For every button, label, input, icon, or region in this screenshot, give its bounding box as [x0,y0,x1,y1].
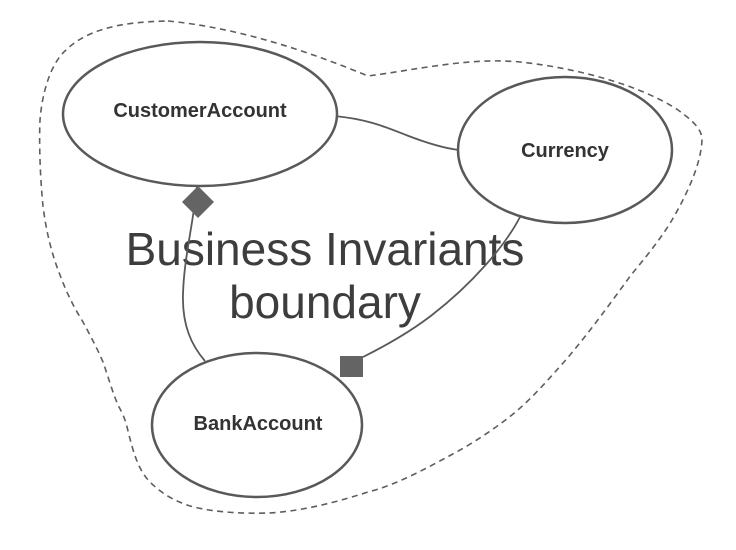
boundary-outline[interactable] [38,20,703,514]
node-customeraccount[interactable] [61,40,339,188]
node-bankaccount[interactable] [150,351,364,499]
node-label-currency: Currency [521,140,610,162]
boundary-title-line2: boundary [229,276,421,328]
diamond-marker-icon [182,186,214,218]
connector-customeraccount-bankaccount[interactable] [182,185,206,362]
boundary-title-line1: Business Invariants [126,223,525,275]
connector-customeraccount-currency[interactable] [333,115,460,151]
node-currency[interactable] [456,75,674,225]
node-label-bankaccount: BankAccount [194,413,323,435]
square-marker-icon [340,356,363,377]
connector-currency-bankaccount[interactable] [362,216,521,358]
node-label-customeraccount: CustomerAccount [113,100,287,122]
